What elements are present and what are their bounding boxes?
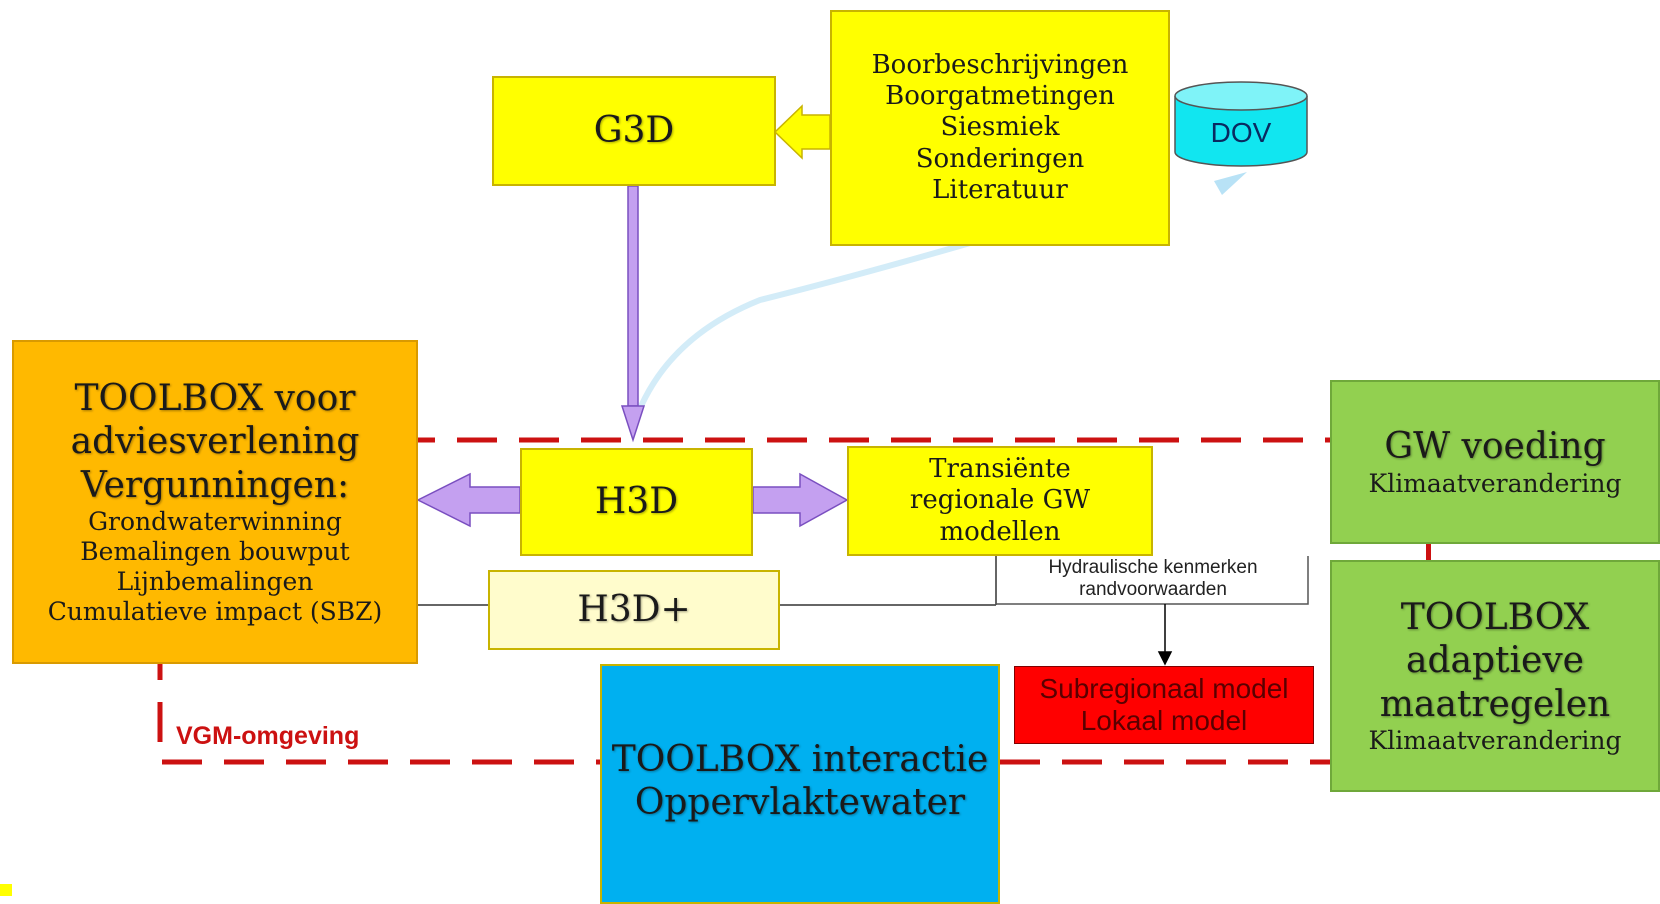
corner-mark — [0, 884, 12, 896]
toolbox-adaptief-title: adaptieve — [1406, 640, 1584, 682]
toolbox-advies-item: Cumulatieve impact (SBZ) — [47, 596, 383, 626]
toolbox-advies-title: TOOLBOX voor — [74, 378, 356, 420]
vgm-boundary — [157, 437, 1330, 765]
h3d-to-toolbox-arrow — [416, 472, 521, 528]
hydraulic-line: randvoorwaarden — [1079, 579, 1227, 600]
hydraulic-to-subregional-arrow — [1157, 604, 1173, 666]
transient-line: modellen — [939, 516, 1061, 547]
toolbox-adaptief-subtitle: Klimaatverandering — [1368, 725, 1622, 755]
h3d-to-transient-arrow — [752, 472, 849, 528]
source-item: Boorgatmetingen — [885, 81, 1115, 112]
source-item: Siesmiek — [940, 112, 1060, 143]
transient-line: Transiënte — [929, 454, 1071, 485]
subregional-line: Lokaal model — [1080, 705, 1248, 736]
dov-label: DOV — [1210, 117, 1272, 149]
toolbox-interactie-line: Oppervlaktewater — [634, 782, 966, 824]
toolbox-interactie-line: TOOLBOX interactie — [611, 739, 989, 780]
toolbox-adaptief-node: TOOLBOX adaptieve maatregelen Klimaatver… — [1330, 560, 1660, 792]
toolbox-advies-item: Grondwaterwinning — [88, 506, 342, 536]
hydraulic-bracket — [995, 556, 1309, 605]
hydraulic-label: Hydraulische kenmerken randvoorwaarden — [1000, 556, 1306, 602]
toolbox-advies-title: adviesverlening — [70, 421, 360, 463]
gw-voeding-subtitle: Klimaatverandering — [1368, 468, 1622, 498]
sources-to-g3d-arrow — [773, 104, 831, 160]
source-item: Literatuur — [932, 174, 1068, 205]
hydraulic-line: Hydraulische kenmerken — [1048, 557, 1258, 579]
gw-voeding-title: GW voeding — [1384, 426, 1606, 468]
toolbox-interactie-node: TOOLBOX interactie Oppervlaktewater — [600, 664, 1000, 904]
subregional-line: Subregionaal model — [1039, 672, 1289, 704]
toolbox-adaptief-title: maatregelen — [1379, 683, 1611, 725]
subregional-model-node: Subregionaal model Lokaal model — [1014, 666, 1314, 744]
sources-node: Boorbeschrijvingen Boorgatmetingen Siesm… — [830, 10, 1170, 246]
transient-line: regionale GW — [909, 485, 1091, 516]
g3d-to-h3d-arrow — [620, 185, 646, 443]
toolbox-advies-title: Vergunningen: — [80, 464, 350, 506]
toolbox-advies-node: TOOLBOX voor adviesverlening Vergunninge… — [12, 340, 418, 664]
toolbox-advies-item: Lijnbemalingen — [116, 566, 314, 596]
red-connector-stub — [1426, 540, 1431, 560]
h3d-node: H3D — [520, 448, 753, 556]
h3d-label: H3D — [594, 481, 679, 523]
source-item: Boorbeschrijvingen — [871, 50, 1129, 81]
toolbox-adaptief-title: TOOLBOX — [1400, 597, 1590, 639]
g3d-label: G3D — [593, 110, 675, 152]
dov-database — [1174, 81, 1308, 167]
h3d-plus-label: H3D+ — [577, 589, 691, 631]
g3d-node: G3D — [492, 76, 776, 186]
vgm-label: VGM-omgeving — [176, 722, 360, 750]
dov-curve-arrowhead — [1214, 172, 1247, 195]
gw-voeding-node: GW voeding Klimaatverandering — [1330, 380, 1660, 544]
toolbox-advies-item: Bemalingen bouwput — [80, 536, 350, 566]
transient-models-node: Transiënte regionale GW modellen — [847, 446, 1153, 556]
h3d-plus-node: H3D+ — [488, 570, 780, 650]
source-item: Sonderingen — [915, 143, 1085, 174]
